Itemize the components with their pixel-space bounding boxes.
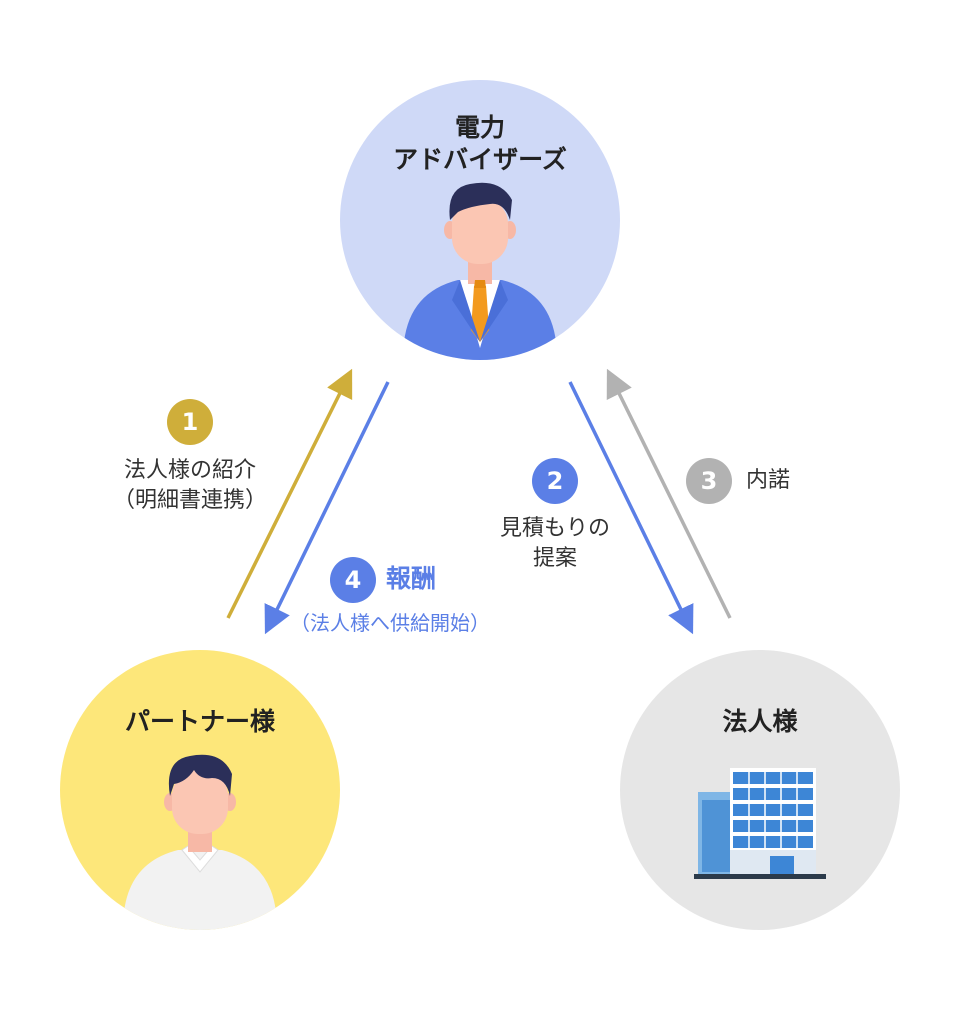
corporate-title: 法人様 bbox=[722, 707, 798, 736]
step-2-label: 見積もりの 提案 bbox=[470, 514, 640, 574]
step-4-badge: 4 bbox=[330, 557, 376, 603]
step-2-line2: 提案 bbox=[532, 546, 577, 571]
partner-title: パートナー様 bbox=[124, 707, 275, 736]
step-1-badge: 1 bbox=[167, 399, 213, 445]
step-1-line1: 法人様の紹介 bbox=[123, 458, 256, 483]
arrow-partner-to-advisor bbox=[226, 368, 353, 619]
person-icon bbox=[124, 754, 276, 930]
step-3-label: 内諾 bbox=[746, 468, 791, 493]
office-building-icon bbox=[694, 768, 826, 879]
arrow-advisor-to-corporate bbox=[568, 381, 694, 635]
step-2-line1: 見積もりの bbox=[499, 516, 610, 541]
step-1-label: 法人様の紹介 （明細書連携） bbox=[90, 456, 290, 516]
corporate-node: 法人様 bbox=[620, 650, 900, 930]
advisor-title-line1: 電力 bbox=[454, 113, 505, 142]
advisor-title-line2: アドバイザーズ bbox=[393, 145, 567, 174]
advisor-node: 電力 アドバイザーズ bbox=[340, 80, 620, 360]
arrow-corporate-to-advisor bbox=[606, 368, 732, 619]
advisor-title: 電力 アドバイザーズ bbox=[340, 112, 620, 176]
businessman-icon bbox=[404, 182, 556, 360]
step-4-subtitle: （法人様へ供給開始） bbox=[290, 611, 490, 635]
step-2-badge: 2 bbox=[532, 458, 578, 504]
step-4-title: 報酬 bbox=[386, 564, 437, 593]
step-3-badge: 3 bbox=[686, 458, 732, 504]
step-1-line2: （明細書連携） bbox=[112, 488, 267, 513]
arrow-advisor-to-partner bbox=[264, 381, 390, 635]
partner-node: パートナー様 bbox=[60, 650, 340, 930]
